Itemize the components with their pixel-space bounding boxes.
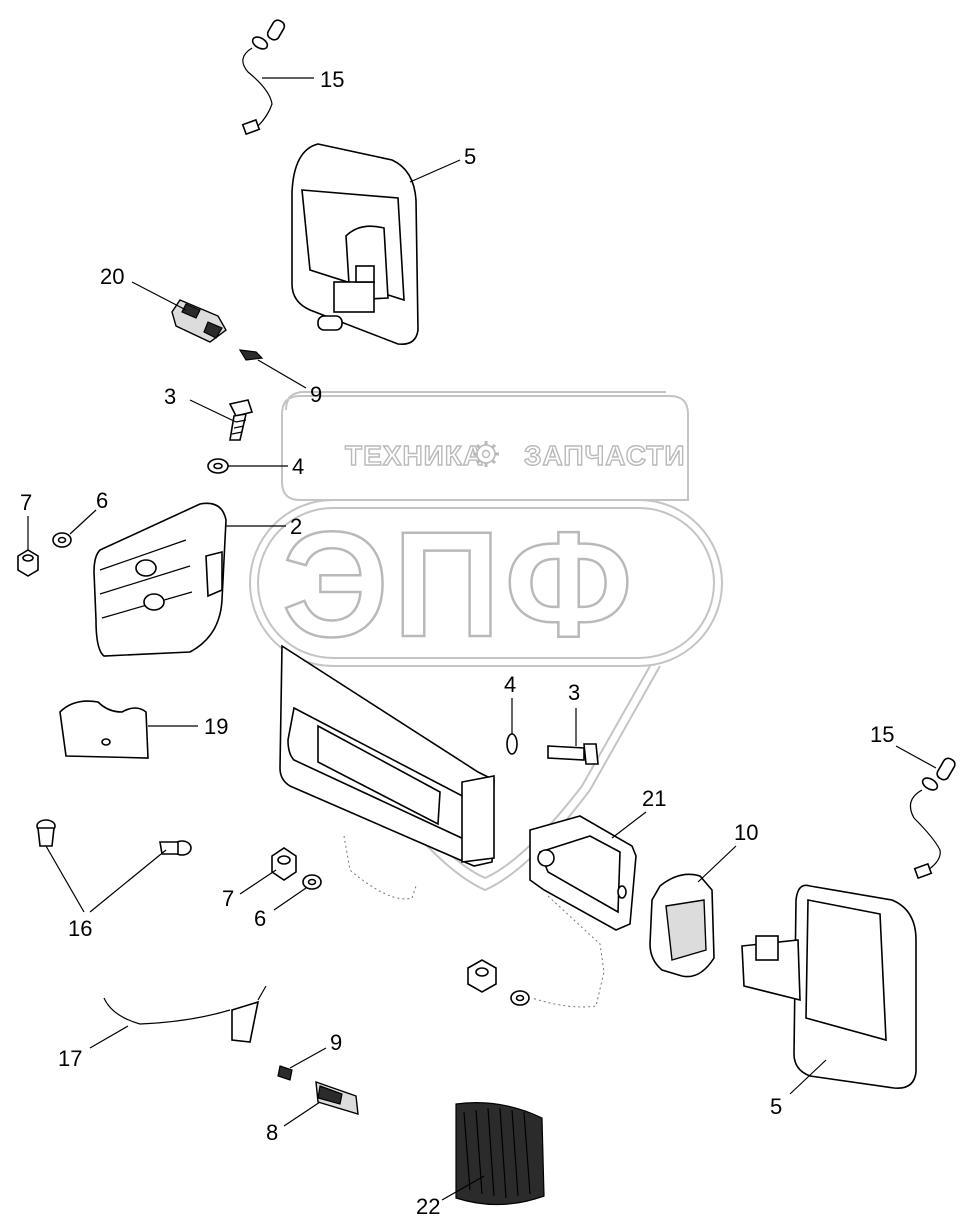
callout-8: 8	[266, 1120, 278, 1145]
callout-19: 19	[204, 714, 228, 739]
callout-6-top: 6	[96, 488, 108, 513]
nut-bottom	[467, 959, 497, 993]
bulb-wire-15-top	[241, 19, 286, 136]
rivet-16-right	[159, 840, 192, 856]
watermark-text-right: ЗАПЧАСТИ	[524, 440, 685, 471]
callout-7-middle: 7	[222, 886, 234, 911]
callout-9-bottom: 9	[330, 1030, 342, 1055]
callout-15-top: 15	[320, 67, 344, 92]
callout-3-top: 3	[164, 384, 176, 409]
washer-bottom	[510, 990, 530, 1006]
watermark-logo-text: ЭПФ	[282, 500, 637, 668]
terminal-9-top	[238, 349, 264, 361]
washer-4-top	[207, 458, 229, 474]
lamp-housing-5-right	[741, 884, 917, 1089]
callout-7-top: 7	[20, 490, 32, 515]
mirror-arm	[279, 644, 495, 867]
washer-6-top	[52, 532, 72, 548]
callout-2: 2	[290, 514, 302, 539]
rivet-16-left	[36, 819, 56, 847]
callout-5-right: 5	[770, 1094, 782, 1119]
callout-16: 16	[68, 916, 92, 941]
watermark-text-left: ТЕХНИКА	[345, 440, 484, 471]
callout-4-middle: 4	[504, 672, 516, 697]
callout-20: 20	[100, 264, 124, 289]
callout-15-right: 15	[870, 722, 894, 747]
nut-7-middle	[271, 847, 297, 881]
harness-17	[103, 985, 267, 1043]
lamp-housing-5-top	[291, 143, 419, 346]
watermark: ТЕХНИКА ЗАПЧАСТИ ЭПФ	[249, 391, 723, 892]
bulb-wire-15-right	[909, 757, 956, 880]
callout-21: 21	[642, 786, 666, 811]
clamp-bracket-21	[529, 815, 637, 931]
washer-4-middle	[506, 733, 518, 755]
connector-8	[315, 1080, 359, 1115]
gear-icon	[473, 441, 499, 467]
washer-6-middle	[302, 874, 322, 890]
callout-3-middle: 3	[568, 680, 580, 705]
nut-7-top	[17, 549, 39, 577]
clamp-10	[649, 873, 715, 978]
connector-20	[171, 299, 227, 343]
leader-lines	[27, 77, 937, 1201]
callout-22: 22	[416, 1194, 440, 1219]
boot-22	[455, 1102, 545, 1206]
callout-5-top: 5	[464, 144, 476, 169]
terminal-9-bottom	[277, 1065, 293, 1081]
callout-9-top: 9	[310, 382, 322, 407]
callout-4-top: 4	[292, 454, 304, 479]
callout-labels: 15 5 20 9 3 4 7 6 2 19 4 3 15 21 10 7 6 …	[20, 67, 894, 1219]
callout-10: 10	[734, 820, 758, 845]
pad-19	[59, 700, 149, 759]
callout-17: 17	[58, 1046, 82, 1071]
callout-6-middle: 6	[254, 906, 266, 931]
bolt-3-top	[228, 399, 254, 441]
mount-bracket-2	[93, 502, 227, 657]
bolt-3-middle	[547, 743, 599, 765]
